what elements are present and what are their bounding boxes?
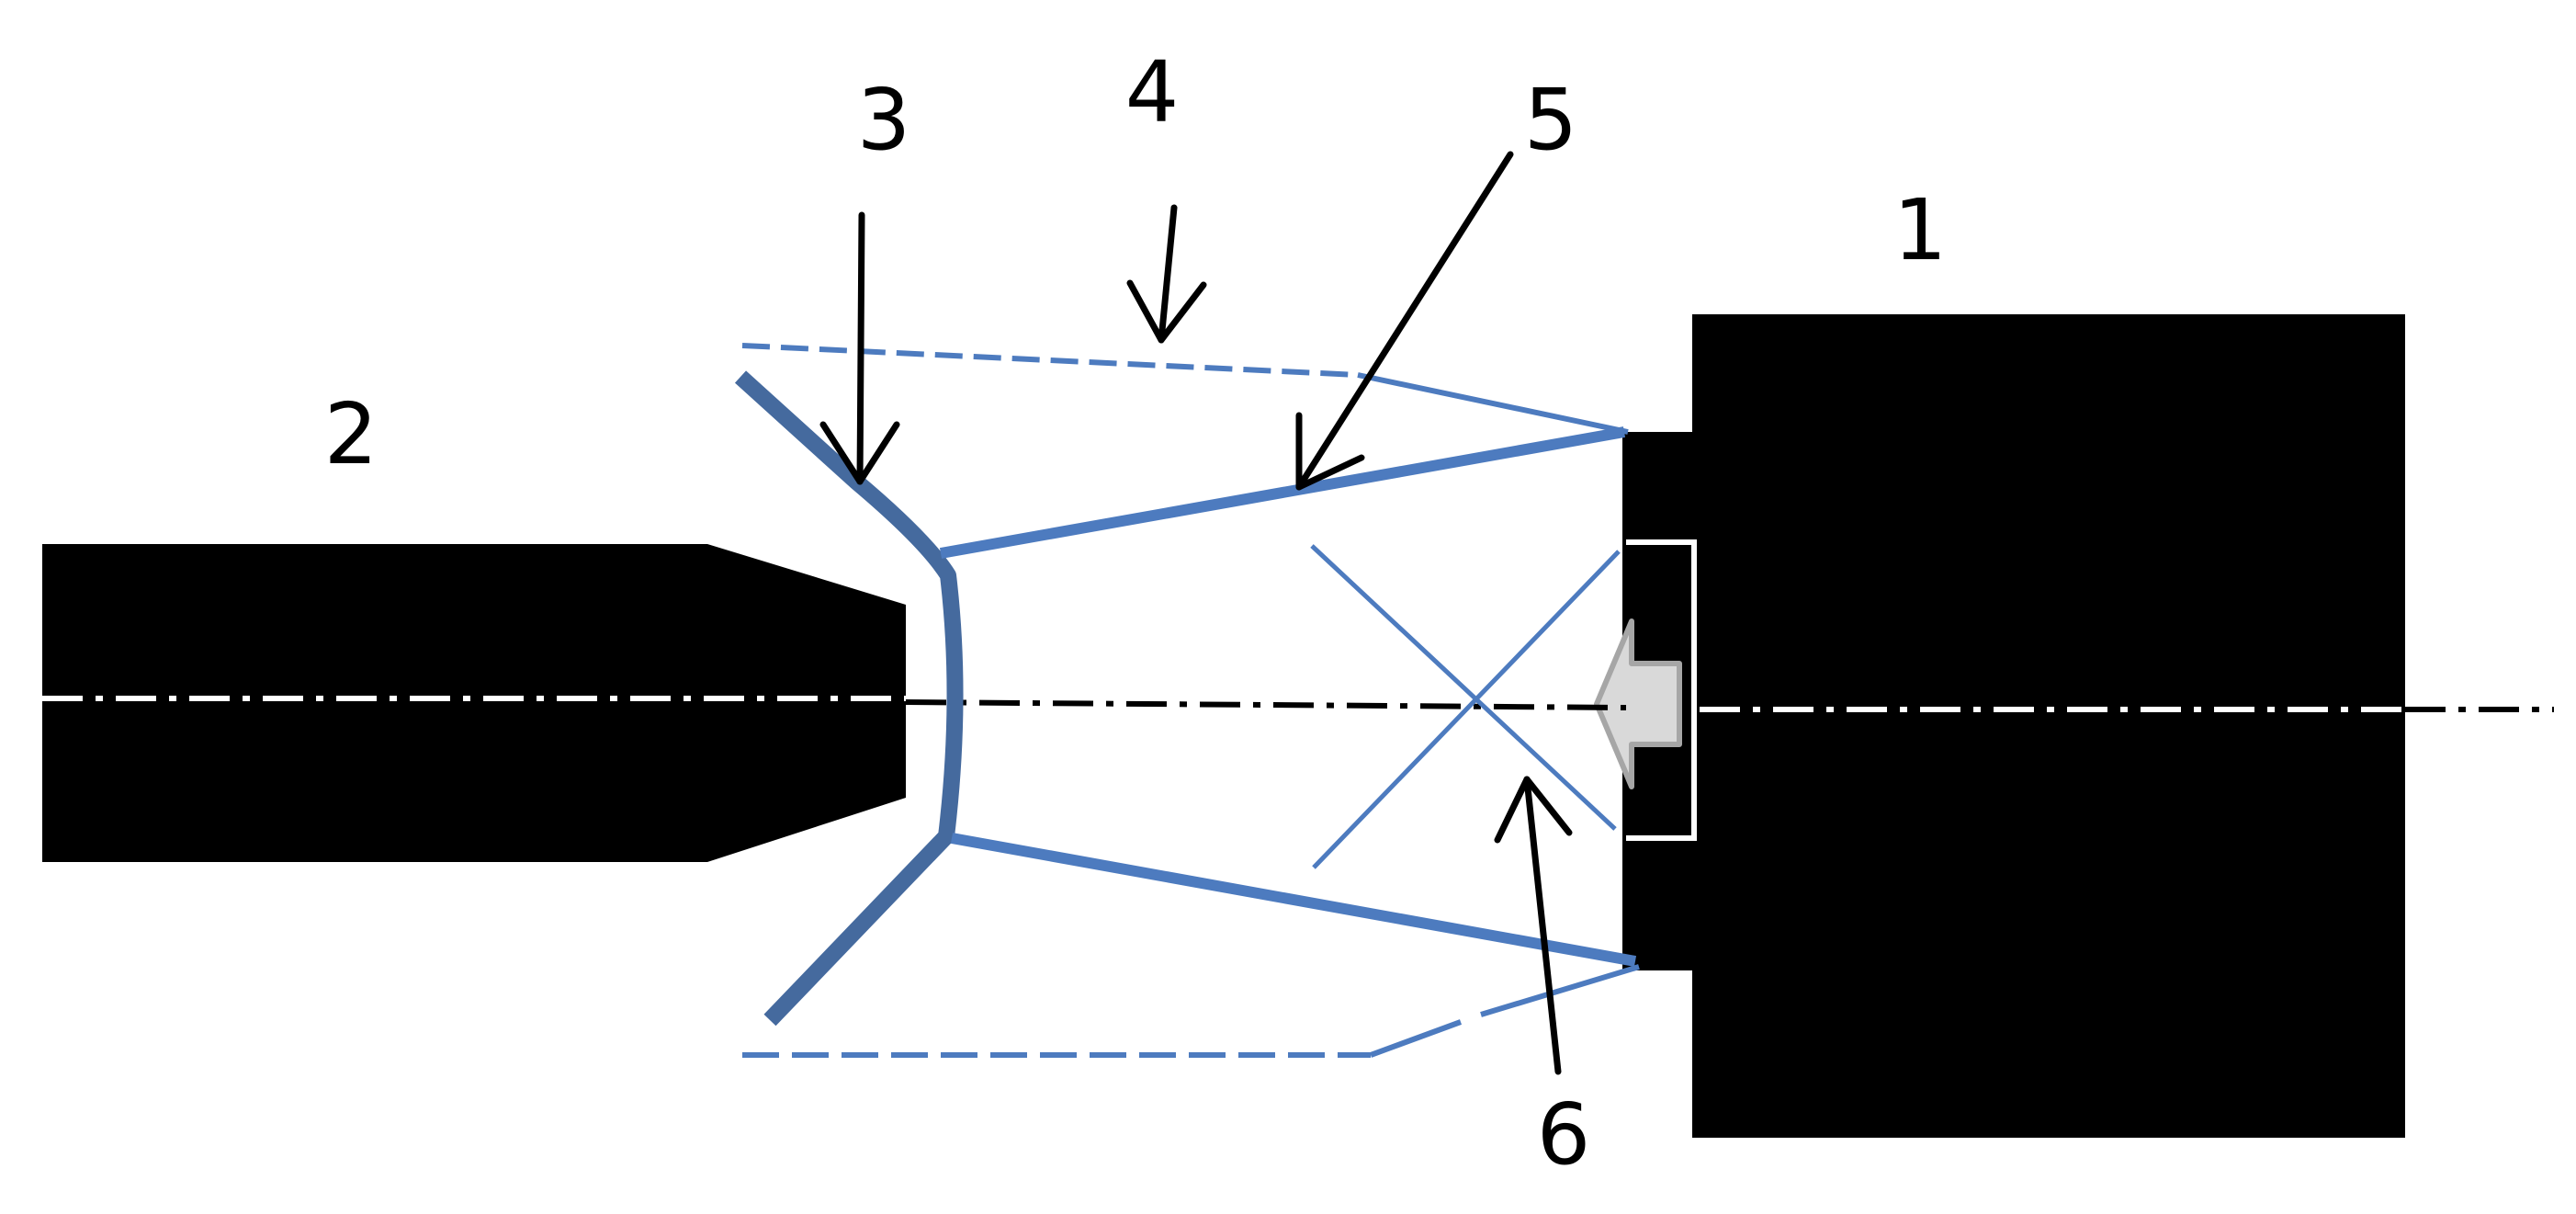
outer-beam-top [741, 343, 1359, 378]
outer-beam-top-converge [1357, 372, 1629, 435]
component-1-housing [1594, 314, 2405, 1138]
leader-arrow-3 [819, 211, 900, 485]
axis-segment-middle [905, 699, 1627, 710]
cylinder-body [42, 544, 906, 862]
source-arrow-icon [1594, 618, 1682, 789]
label-5: 5 [1524, 71, 1578, 169]
aperture-window-outline [1626, 539, 1697, 841]
component-2-cylinder [42, 544, 906, 862]
outer-beam-envelope [741, 343, 1640, 1058]
leader-arrow-4 [1126, 204, 1207, 344]
reflected-beam [939, 426, 1637, 967]
crossing-rays [1310, 544, 1621, 869]
housing-main-body [1692, 314, 2405, 1138]
leader-arrow-5 [1295, 151, 1514, 491]
outer-beam-bottom-converge [1369, 964, 1640, 1058]
label-2: 2 [324, 385, 378, 483]
leader-arrow-6 [1494, 776, 1573, 1075]
curved-mirror [734, 370, 964, 1027]
label-1: 1 [1893, 181, 1948, 279]
optical-axis [42, 696, 2554, 712]
label-3: 3 [857, 71, 911, 169]
reflected-beam-top [939, 426, 1626, 559]
label-6: 6 [1537, 1085, 1591, 1184]
reflected-beam-bottom [950, 833, 1637, 967]
label-4: 4 [1125, 43, 1180, 142]
crossing-ray-down [1310, 544, 1617, 831]
crossing-ray-up [1312, 550, 1621, 869]
